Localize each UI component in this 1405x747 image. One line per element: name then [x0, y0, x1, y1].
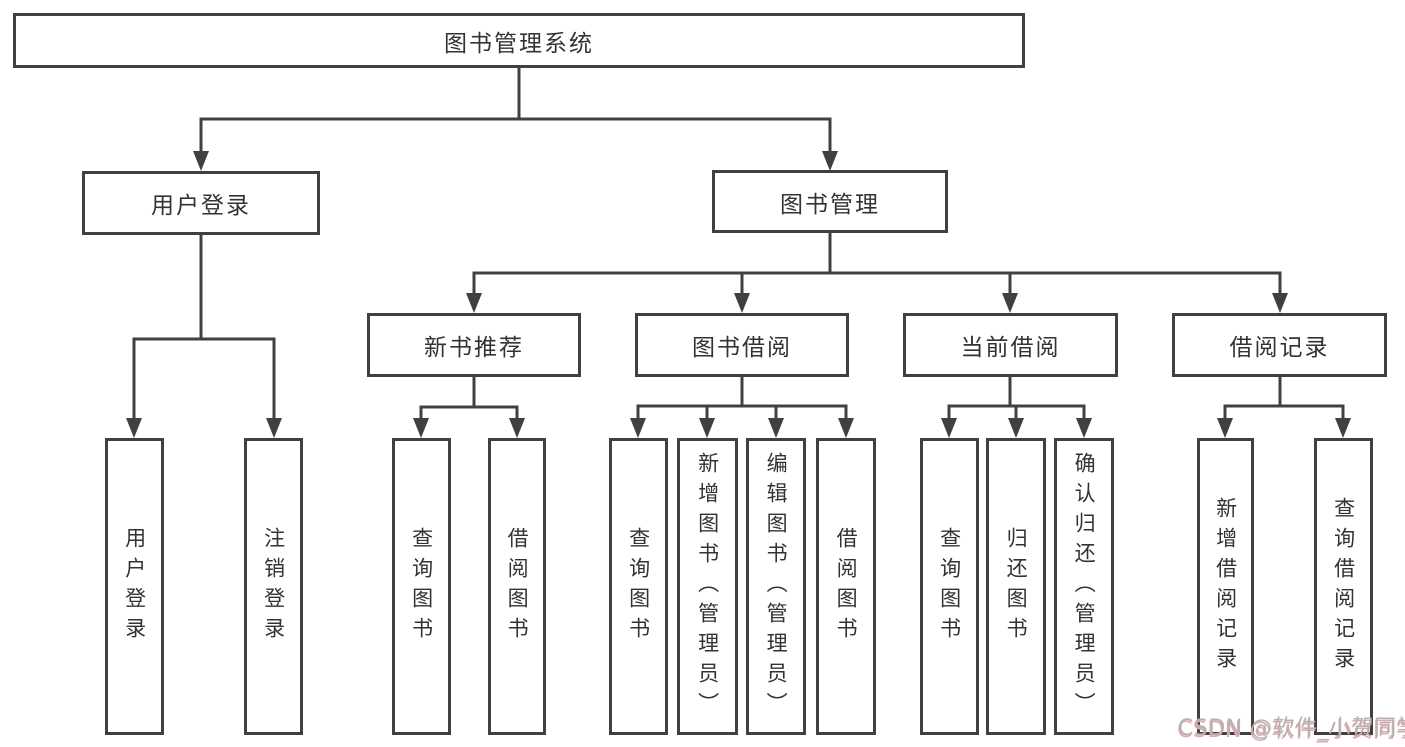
node-current-borrowing: 当前借阅 — [903, 313, 1118, 377]
connector-arrowhead — [630, 418, 646, 438]
node-book-borrowing-label: 图书借阅 — [692, 335, 792, 361]
node-book-management: 图书管理 — [712, 170, 948, 233]
leaf-query-borrow-record: 查询借阅记录 — [1314, 438, 1373, 735]
connector-arrowhead — [466, 293, 482, 313]
connector-arrowhead — [734, 293, 750, 313]
leaf-edit-book-admin: 编辑图书（管理员） — [746, 438, 806, 735]
leaf-query-books-1-label: 查询图书 — [409, 526, 434, 647]
leaf-logout-label: 注销登录 — [261, 526, 286, 647]
node-book-management-label: 图书管理 — [780, 191, 880, 218]
connector-arrowhead — [193, 151, 209, 171]
leaf-borrow-books-1-label: 借阅图书 — [505, 526, 530, 647]
connector-arrowhead — [699, 418, 715, 438]
leaf-confirm-return-admin: 确认归还（管理员） — [1054, 438, 1114, 735]
connector-arrowhead — [1002, 293, 1018, 313]
node-user-login-label: 用户登录 — [151, 193, 251, 219]
leaf-add-borrow-record-label: 新增借阅记录 — [1213, 496, 1238, 677]
leaf-edit-book-admin-label: 编辑图书（管理员） — [764, 451, 789, 722]
leaf-logout: 注销登录 — [244, 438, 303, 735]
leaf-query-books-2: 查询图书 — [609, 438, 668, 735]
connector-arrowhead — [1272, 293, 1288, 313]
leaf-add-borrow-record: 新增借阅记录 — [1197, 438, 1254, 735]
leaf-query-books-2-label: 查询图书 — [626, 526, 651, 647]
node-book-borrowing: 图书借阅 — [635, 313, 849, 377]
node-new-book-recommend: 新书推荐 — [367, 313, 581, 377]
connector-arrowhead — [768, 418, 784, 438]
connector-arrowhead — [266, 418, 282, 438]
leaf-borrow-books-2: 借阅图书 — [816, 438, 876, 735]
connector-arrowhead — [126, 418, 142, 438]
leaf-user-login-label: 用户登录 — [122, 526, 147, 647]
leaf-confirm-return-admin-label: 确认归还（管理员） — [1072, 451, 1097, 722]
connector-arrowhead — [1076, 418, 1092, 438]
leaf-add-book-admin-label: 新增图书（管理员） — [695, 451, 720, 722]
node-new-book-recommend-label: 新书推荐 — [424, 335, 524, 361]
node-library-management-system: 图书管理系统 — [13, 13, 1025, 68]
connector-arrowhead — [822, 151, 838, 171]
connector-arrowhead — [1008, 418, 1024, 438]
leaf-add-book-admin: 新增图书（管理员） — [677, 438, 738, 735]
leaf-borrow-books-1: 借阅图书 — [488, 438, 546, 735]
connector-arrowhead — [838, 418, 854, 438]
leaf-query-books-3: 查询图书 — [920, 438, 979, 735]
connector-arrowhead — [941, 418, 957, 438]
connector-arrowhead — [509, 418, 525, 438]
node-user-login: 用户登录 — [82, 171, 320, 235]
leaf-user-login: 用户登录 — [105, 438, 164, 735]
leaf-query-borrow-record-label: 查询借阅记录 — [1331, 496, 1356, 677]
connector-arrowhead — [1217, 418, 1233, 438]
leaf-return-book: 归还图书 — [986, 438, 1046, 735]
leaf-borrow-books-2-label: 借阅图书 — [834, 526, 859, 647]
leaf-return-book-label: 归还图书 — [1004, 526, 1029, 647]
node-current-borrowing-label: 当前借阅 — [960, 335, 1061, 361]
leaf-query-books-1: 查询图书 — [392, 438, 451, 735]
node-library-management-system-label: 图书管理系统 — [444, 30, 594, 57]
connector-arrowhead — [1335, 418, 1351, 438]
leaf-query-books-3-label: 查询图书 — [937, 526, 962, 647]
node-borrowing-records-label: 借阅记录 — [1229, 335, 1330, 361]
node-borrowing-records: 借阅记录 — [1172, 313, 1387, 377]
watermark-text: CSDN @软件_小贺同学 — [1178, 716, 1405, 741]
connector-arrowhead — [413, 418, 429, 438]
